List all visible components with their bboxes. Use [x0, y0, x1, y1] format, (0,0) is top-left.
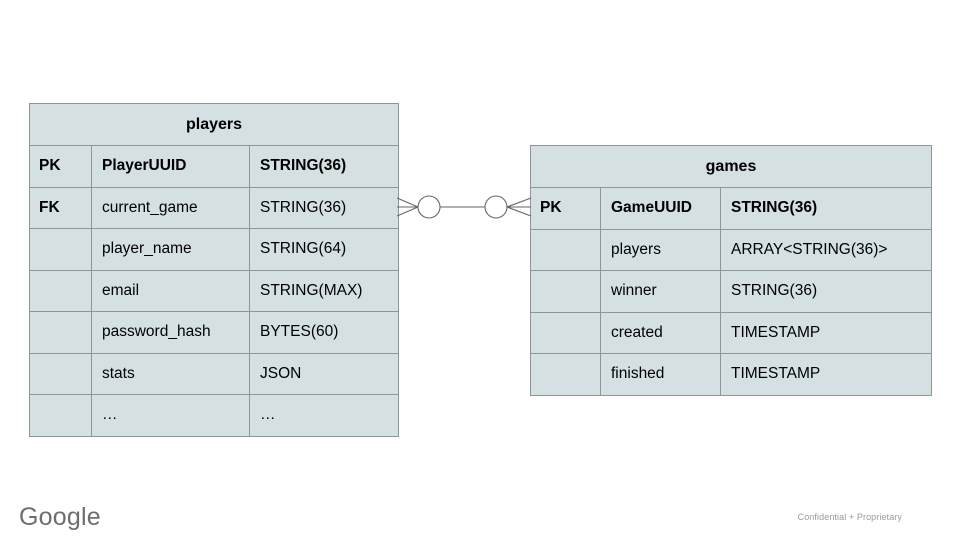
table-row: FK current_game STRING(36): [29, 186, 400, 229]
row-field: email: [91, 269, 250, 312]
row-field: finished: [600, 353, 721, 396]
table-row: finished TIMESTAMP: [530, 353, 933, 396]
row-type: STRING(36): [248, 145, 400, 188]
row-type: STRING(36): [719, 270, 933, 313]
row-type: STRING(36): [248, 186, 400, 229]
row-key: PK: [530, 187, 601, 230]
table-row: stats JSON: [29, 352, 400, 395]
table-row: password_hash BYTES(60): [29, 311, 400, 354]
row-type: STRING(36): [719, 187, 933, 230]
row-field: current_game: [91, 186, 250, 229]
cardinality-circle-right: [484, 195, 508, 219]
row-key: [29, 269, 92, 312]
table-row: player_name STRING(64): [29, 228, 400, 271]
row-type: BYTES(60): [248, 311, 400, 354]
cardinality-circle-left: [417, 195, 441, 219]
crowsfoot-left-upper: [396, 197, 419, 208]
row-key: [530, 353, 601, 396]
row-type: JSON: [248, 352, 400, 395]
row-key: FK: [29, 186, 92, 229]
row-key: [530, 228, 601, 271]
table-row: email STRING(MAX): [29, 269, 400, 312]
row-field: player_name: [91, 228, 250, 271]
google-logo: Google: [19, 503, 101, 531]
table-row: players ARRAY<STRING(36)>: [530, 228, 933, 271]
table-row: … …: [29, 394, 400, 437]
row-field: winner: [600, 270, 721, 313]
row-key: [530, 311, 601, 354]
row-field: created: [600, 311, 721, 354]
row-key: [29, 394, 92, 437]
row-field: …: [91, 394, 250, 437]
table-row: PK PlayerUUID STRING(36): [29, 145, 400, 188]
table-row: created TIMESTAMP: [530, 311, 933, 354]
crowsfoot-left-lower: [396, 206, 419, 217]
row-key: PK: [29, 145, 92, 188]
row-field: PlayerUUID: [91, 145, 250, 188]
entity-title-row: games: [529, 145, 933, 188]
entity-title-row: players: [28, 103, 400, 146]
row-key: [530, 270, 601, 313]
row-key: [29, 228, 92, 271]
row-field: stats: [91, 352, 250, 395]
table-row: PK GameUUID STRING(36): [530, 187, 933, 230]
row-type: ARRAY<STRING(36)>: [719, 228, 933, 271]
row-type: …: [248, 394, 400, 437]
crowsfoot-right-upper: [506, 197, 532, 208]
crowsfoot-right-lower: [506, 206, 532, 217]
entity-table-games: games PK GameUUID STRING(36) players ARR…: [529, 145, 933, 396]
row-field: password_hash: [91, 311, 250, 354]
row-type: TIMESTAMP: [719, 311, 933, 354]
row-type: STRING(64): [248, 228, 400, 271]
confidential-notice: Confidential + Proprietary: [797, 512, 902, 522]
row-field: GameUUID: [600, 187, 721, 230]
row-field: players: [600, 228, 721, 271]
table-row: winner STRING(36): [530, 270, 933, 313]
row-type: STRING(MAX): [248, 269, 400, 312]
row-type: TIMESTAMP: [719, 353, 933, 396]
entity-title-games: games: [529, 145, 933, 188]
row-key: [29, 352, 92, 395]
entity-table-players: players PK PlayerUUID STRING(36) FK curr…: [28, 103, 400, 437]
relationship-connector-players-games: [396, 195, 532, 219]
row-key: [29, 311, 92, 354]
entity-title-players: players: [28, 103, 400, 146]
